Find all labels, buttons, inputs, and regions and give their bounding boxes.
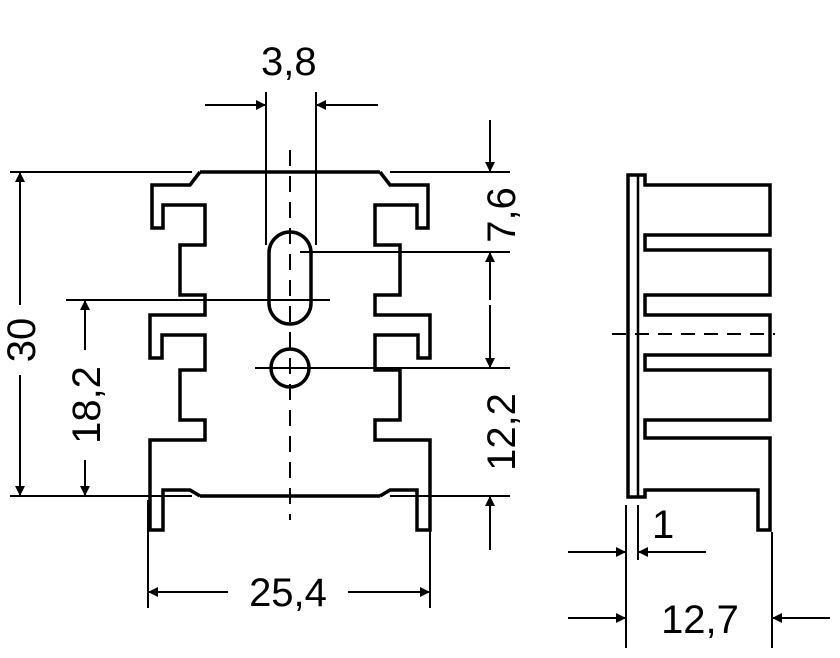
extension-lines bbox=[10, 92, 773, 648]
side-outline bbox=[626, 173, 772, 532]
dim-label-3-8: 3,8 bbox=[261, 40, 317, 84]
heatsink-outline-left bbox=[148, 170, 207, 532]
dim-label-1: 1 bbox=[652, 503, 674, 547]
center-lines bbox=[289, 150, 775, 520]
dimension-lines bbox=[15, 100, 830, 623]
dim-label-18-2: 18,2 bbox=[65, 366, 109, 444]
dim-label-7-6: 7,6 bbox=[480, 187, 524, 243]
dim-label-30: 30 bbox=[0, 318, 44, 363]
dim-label-25-4: 25,4 bbox=[249, 571, 327, 615]
side-view bbox=[626, 173, 772, 532]
dim-label-12-7: 12,7 bbox=[661, 598, 739, 642]
heatsink-outline-right bbox=[373, 170, 432, 532]
dim-label-12-2: 12,2 bbox=[480, 393, 524, 471]
